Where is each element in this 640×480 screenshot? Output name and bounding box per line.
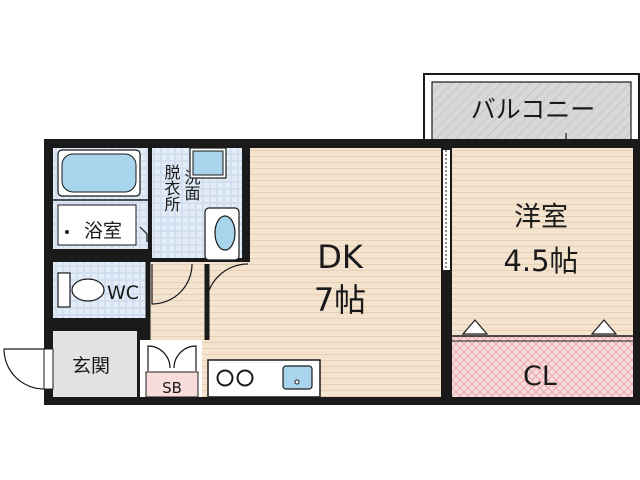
bathroom: 浴室 — [53, 148, 148, 249]
stove-burner-icon — [236, 369, 254, 387]
entrance-door-icon — [3, 348, 45, 390]
closet-label: CL — [523, 361, 557, 392]
kitchen-counter — [207, 359, 321, 398]
dressing-label: 脱衣所 — [162, 164, 181, 212]
bath-door-icon — [139, 226, 148, 242]
bathroom-label: 浴室 — [84, 220, 122, 242]
room-divider — [441, 148, 452, 397]
dressing-room: 脱衣所 洗面 — [152, 147, 242, 261]
western-room-size: 4.5帖 — [503, 244, 578, 278]
toilet: WC — [53, 262, 148, 318]
toilet-door-icon — [151, 263, 193, 305]
toilet-label: WC — [107, 282, 139, 304]
drain-icon — [65, 230, 69, 234]
entrance-label: 玄関 — [72, 355, 110, 377]
closet-door-marks — [461, 319, 618, 335]
balcony-label: バルコニー — [471, 95, 596, 124]
entrance: 玄関 — [3, 331, 137, 397]
western-room-name: 洋室 — [514, 202, 568, 233]
shoe-box: SB — [140, 340, 202, 398]
shoe-box-door-icon — [147, 345, 171, 371]
sink-icon — [282, 365, 313, 390]
dk-size: 7帖 — [314, 281, 366, 319]
dining-kitchen: DK 7帖 — [250, 148, 441, 397]
shoe-box-label: SB — [162, 379, 182, 397]
toilet-bowl-icon — [71, 278, 105, 302]
western-room: 洋室 4.5帖 — [452, 148, 633, 336]
stove-burner-icon — [216, 369, 234, 387]
closet: CL — [452, 319, 633, 397]
dk-name: DK — [317, 238, 364, 276]
